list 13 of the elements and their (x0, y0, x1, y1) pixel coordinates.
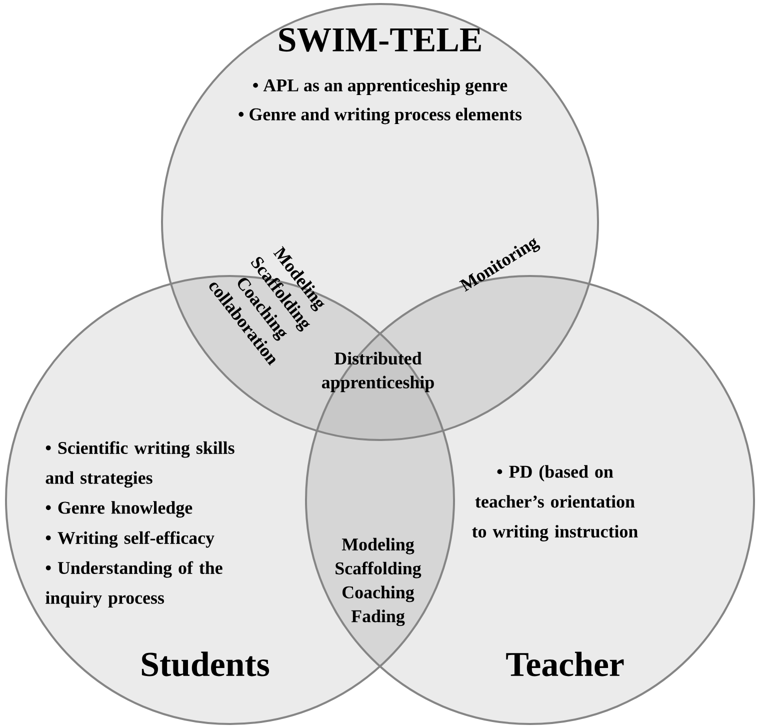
circle-title: SWIM-TELE (279, 28, 481, 52)
bullet-item: • Understanding of the inquiry process (46, 561, 222, 608)
bullet-item: • Genre knowledge (46, 501, 192, 518)
venn-circle (161, 3, 599, 441)
circle-title: Teacher (506, 652, 624, 676)
circle-title: Students (142, 652, 270, 676)
bullet-item: • APL as an apprenticeship genre (253, 78, 508, 96)
overlap-label: Modeling Scaffolding Coaching Fading (336, 538, 422, 626)
bullet-item: • Writing self-efficacy (46, 531, 214, 548)
bullet-item: • Scientific writing skills and strategies (46, 441, 234, 488)
bullet-item: • PD (based on teacher’s orientation to writing instruction (472, 465, 638, 542)
overlap-label: Distributed apprenticeship (322, 352, 434, 392)
bullet-item: • Genre and writing process elements (238, 108, 522, 124)
